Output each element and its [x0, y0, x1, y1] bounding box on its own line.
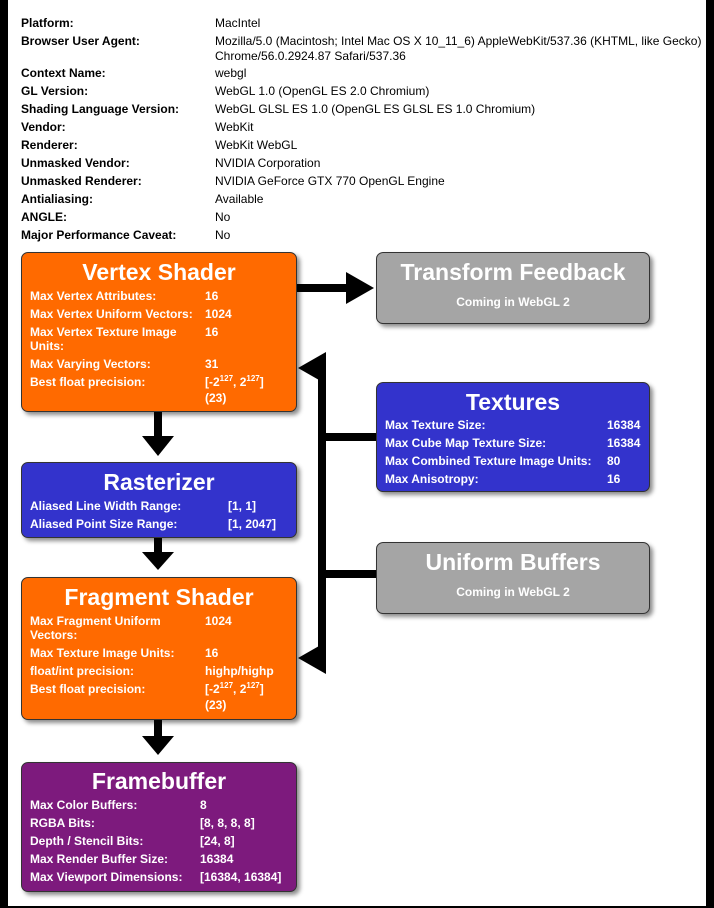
info-value: WebKit WebGL	[215, 138, 298, 152]
info-value: Available	[215, 192, 264, 206]
transform-feedback-title: Transform Feedback	[400, 259, 626, 285]
report-page: Platform: MacIntel Browser User Agent: M…	[8, 0, 706, 906]
fragment-row-label: Best float precision:	[30, 682, 146, 696]
vertex-precision-bits: (23)	[205, 391, 227, 405]
uniform-buffers-subtitle: Coming in WebGL 2	[456, 585, 570, 599]
textures-row-label: Max Cube Map Texture Size:	[385, 436, 547, 450]
rasterizer-row-value: [1, 1]	[228, 499, 257, 513]
vertex-row-label: Max Vertex Texture Image Units:	[30, 325, 177, 353]
rasterizer-row-value: [1, 2047]	[228, 517, 277, 531]
connector-uniform	[318, 570, 376, 578]
uniform-buffers-box: Uniform Buffers Coming in WebGL 2	[376, 542, 650, 614]
info-label: Unmasked Renderer:	[21, 174, 142, 188]
info-value: NVIDIA GeForce GTX 770 OpenGL Engine	[215, 174, 445, 188]
vertex-row-label: Max Vertex Uniform Vectors:	[30, 307, 193, 321]
textures-row-value: 16	[607, 472, 621, 486]
textures-row-label: Max Anisotropy:	[385, 472, 479, 486]
framebuffer-box: Framebuffer Max Color Buffers: 8 RGBA Bi…	[21, 762, 297, 892]
info-value: WebKit	[215, 120, 254, 134]
info-label: Major Performance Caveat:	[21, 228, 177, 242]
framebuffer-row-label: Max Render Buffer Size:	[30, 852, 169, 866]
framebuffer-title: Framebuffer	[91, 768, 227, 794]
fragment-row-label: Max Fragment Uniform Vectors:	[30, 614, 161, 642]
arrowhead-fragment-down-icon	[142, 552, 174, 570]
textures-row-value: 16384	[607, 436, 641, 450]
fragment-row-label: Max Texture Image Units:	[30, 646, 175, 660]
transform-feedback-box: Transform Feedback Coming in WebGL 2	[376, 252, 650, 324]
info-value: Mozilla/5.0 (Macintosh; Intel Mac OS X 1…	[215, 34, 702, 63]
info-label: Platform:	[21, 16, 74, 30]
transform-feedback-subtitle: Coming in WebGL 2	[456, 295, 570, 309]
rasterizer-box: Rasterizer Aliased Line Width Range: [1,…	[21, 462, 297, 538]
framebuffer-row-label: Depth / Stencil Bits:	[30, 834, 144, 848]
vertex-row-value: 1024	[205, 307, 232, 321]
vertex-row-value: 31	[205, 357, 219, 371]
fragment-shader-box: Fragment Shader Max Fragment Uniform Vec…	[21, 577, 297, 720]
rasterizer-title: Rasterizer	[103, 469, 215, 495]
connector-textures	[318, 433, 376, 441]
arrow-vertex-to-rasterizer	[154, 412, 162, 438]
rasterizer-row-label: Aliased Point Size Range:	[30, 517, 178, 531]
arrow-fragment-to-framebuffer	[154, 720, 162, 738]
info-value: WebGL GLSL ES 1.0 (OpenGL ES GLSL ES 1.0…	[215, 102, 536, 116]
fragment-row-label: float/int precision:	[30, 664, 135, 678]
vertex-row-label: Best float precision:	[30, 375, 146, 389]
textures-row-value: 16384	[607, 418, 641, 432]
arrowhead-fragment-icon	[298, 642, 326, 674]
arrow-vertex-to-transform	[296, 284, 348, 292]
info-label: Antialiasing:	[21, 192, 94, 206]
info-value: webgl	[215, 66, 247, 80]
framebuffer-row-value: 16384	[200, 852, 234, 866]
vertex-row-label: Max Vertex Attributes:	[30, 289, 157, 303]
textures-box: Textures Max Texture Size: 16384 Max Cub…	[376, 382, 650, 492]
vertex-precision-value: [-2127, 2127]	[205, 374, 264, 390]
info-label: Shading Language Version:	[21, 102, 180, 116]
info-label: GL Version:	[21, 84, 89, 98]
info-value: WebGL 1.0 (OpenGL ES 2.0 Chromium)	[215, 84, 430, 98]
fragment-shader-title: Fragment Shader	[64, 584, 254, 610]
arrow-rasterizer-to-fragment	[154, 538, 162, 554]
arrowhead-vertex-icon	[298, 352, 326, 384]
vertex-row-value: 16	[205, 325, 219, 339]
vertex-row-label: Max Varying Vectors:	[30, 357, 151, 371]
framebuffer-row-label: Max Color Buffers:	[30, 798, 138, 812]
connector-vertical	[318, 366, 326, 656]
textures-row-label: Max Combined Texture Image Units:	[385, 454, 592, 468]
textures-row-label: Max Texture Size:	[385, 418, 486, 432]
framebuffer-row-value: [16384, 16384]	[200, 870, 282, 884]
pipeline-arrows	[142, 272, 376, 755]
info-value: No	[215, 228, 231, 242]
vertex-row-value: 16	[205, 289, 219, 303]
fragment-precision-bits: (23)	[205, 698, 227, 712]
arrowhead-framebuffer-icon	[142, 736, 174, 755]
framebuffer-row-label: RGBA Bits:	[30, 816, 95, 830]
info-value: MacIntel	[215, 16, 261, 30]
arrowhead-transform-icon	[346, 272, 374, 304]
uniform-buffers-title: Uniform Buffers	[425, 549, 601, 575]
vertex-shader-box: Vertex Shader Max Vertex Attributes: 16 …	[21, 252, 297, 412]
fragment-precision-value: [-2127, 2127]	[205, 681, 264, 697]
info-value: NVIDIA Corporation	[215, 156, 321, 170]
info-value: No	[215, 210, 231, 224]
textures-title: Textures	[465, 389, 561, 415]
framebuffer-row-value: [8, 8, 8, 8]	[200, 816, 255, 830]
info-label: Context Name:	[21, 66, 106, 80]
arrowhead-rasterizer-icon	[142, 436, 174, 456]
info-label: ANGLE:	[21, 210, 67, 224]
fragment-row-value: highp/highp	[205, 664, 274, 678]
fragment-row-value: 16	[205, 646, 219, 660]
info-label: Renderer:	[21, 138, 78, 152]
rasterizer-row-label: Aliased Line Width Range:	[30, 499, 182, 513]
info-label: Vendor:	[21, 120, 66, 134]
framebuffer-row-value: 8	[200, 798, 207, 812]
framebuffer-row-value: [24, 8]	[200, 834, 235, 848]
info-label: Browser User Agent:	[21, 34, 140, 48]
fragment-row-value: 1024	[205, 614, 232, 628]
info-label: Unmasked Vendor:	[21, 156, 130, 170]
textures-row-value: 80	[607, 454, 621, 468]
vertex-shader-title: Vertex Shader	[82, 259, 236, 285]
framebuffer-row-label: Max Viewport Dimensions:	[30, 870, 183, 884]
